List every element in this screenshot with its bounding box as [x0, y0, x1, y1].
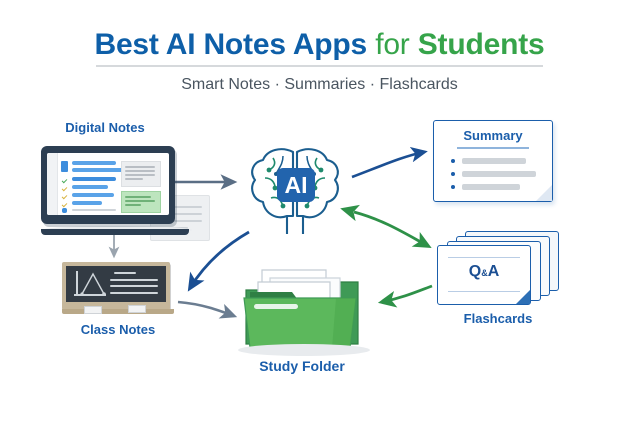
- screen-note-card-gray: [121, 161, 161, 187]
- blackboard-tray: [62, 309, 174, 314]
- summary-card-underline: [457, 147, 529, 149]
- screen-accent-block: [61, 161, 68, 172]
- flashcard-front: Q&A: [437, 245, 531, 305]
- summary-bullet-dot: [451, 159, 455, 163]
- flashcard-corner-fold: [516, 290, 530, 304]
- folder-icon: [243, 269, 359, 349]
- arrow-flashcards-to-study-folder: [377, 284, 433, 308]
- chalk-triangle-icon: [80, 272, 106, 296]
- summary-card-body: Summary: [433, 120, 553, 202]
- summary-bullet-dot: [451, 172, 455, 176]
- laptop-base: [41, 229, 189, 235]
- title-part-2: for: [375, 28, 410, 61]
- flashcard-qa-text: Q&A: [438, 263, 530, 281]
- summary-card-corner-fold: [536, 185, 552, 201]
- label-digital-notes: Digital Notes: [65, 120, 145, 135]
- title-part-3: Students: [417, 28, 545, 61]
- summary-bullet-bar: [462, 171, 536, 177]
- flashcard-q: Q: [468, 263, 482, 280]
- digital-notes-illustration: [34, 140, 210, 241]
- summary-bullet-dot: [451, 185, 455, 189]
- page-subtitle: Smart Notes · Summaries · Flashcards: [181, 76, 458, 93]
- label-flashcards: Flashcards: [463, 311, 533, 326]
- study-folder-illustration: [232, 264, 372, 356]
- blackboard-frame: [62, 262, 174, 314]
- arrow-ai-to-study-folder: [187, 230, 250, 292]
- blackboard-surface: [66, 266, 166, 302]
- class-notes-illustration: [62, 262, 174, 318]
- screen-sidebar: [47, 153, 58, 215]
- flashcard-amp: &: [481, 268, 488, 278]
- arrow-ai-to-flashcards: [340, 204, 432, 249]
- ai-brain-illustration: AI: [243, 138, 347, 242]
- laptop-screen: [47, 153, 169, 215]
- arrow-class-notes-to-study-folder: [177, 300, 238, 319]
- brain-icon: AI: [251, 148, 339, 234]
- label-class-notes: Class Notes: [80, 322, 156, 337]
- summary-bullet-bar: [462, 158, 526, 164]
- flashcards-illustration: Q&A: [437, 231, 559, 305]
- page-title: Best AI Notes Apps for Students: [0, 28, 639, 62]
- title-divider: [96, 65, 543, 67]
- summary-card-title: Summary: [463, 128, 523, 143]
- laptop-body: [41, 146, 189, 235]
- chalk-eraser-right: [128, 305, 146, 313]
- flashcard-a: A: [487, 263, 500, 280]
- title-part-1: Best AI Notes Apps: [94, 28, 368, 61]
- arrow-ai-to-summary: [351, 146, 428, 179]
- summary-bullet-bar: [462, 184, 520, 190]
- screen-note-card-green: [121, 191, 161, 213]
- label-study-folder: Study Folder: [259, 358, 345, 374]
- summary-card: Summary: [433, 120, 553, 202]
- folder-shadow: [238, 344, 370, 356]
- chalk-eraser-left: [84, 306, 102, 314]
- ai-badge-text: AI: [285, 172, 308, 198]
